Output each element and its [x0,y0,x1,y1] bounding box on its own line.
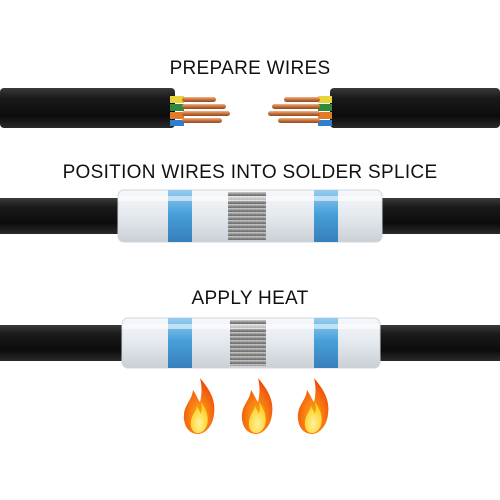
splice-assembly-heating [0,317,500,369]
cable-icon [330,88,500,128]
flame-icon [241,378,273,434]
splice-assembly-positioned [0,189,500,243]
solder-splice-icon [121,317,381,369]
step-3-title: APPLY HEAT [191,288,309,309]
flame-icon [297,378,329,434]
solder-splice-icon [117,189,383,243]
flame-icon [183,378,215,434]
step-1-title: PREPARE WIRES [169,58,331,79]
right-stripped-cable [268,88,500,128]
left-stripped-cable [0,88,230,128]
step-2-title: POSITION WIRES INTO SOLDER SPLICE [62,162,438,183]
cable-icon [0,88,175,128]
